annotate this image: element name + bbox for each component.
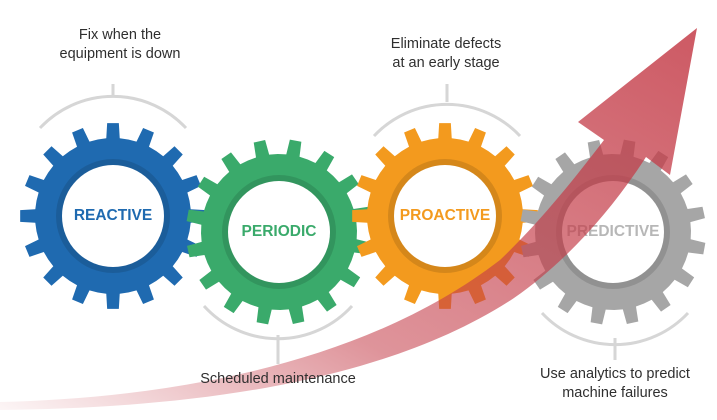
stage-label-proactive: PROACTIVE <box>400 207 490 224</box>
caption-proactive: Eliminate defects at an early stage <box>390 36 502 71</box>
stage-label-reactive: REACTIVE <box>74 207 152 224</box>
guide-arc-proactive <box>372 102 522 138</box>
gear-hub <box>228 181 330 283</box>
growth-arrow <box>0 28 697 410</box>
caption-predictive: Use analytics to predict machine failure… <box>540 366 690 401</box>
gear-periodic <box>186 139 372 325</box>
caption-periodic: Scheduled maintenance <box>200 371 356 387</box>
guide-arc-reactive <box>38 94 188 130</box>
gear-proactive <box>352 123 538 309</box>
gear-hub <box>394 165 496 267</box>
caption-reactive: Fix when the equipment is down <box>59 27 181 62</box>
gear-hub <box>62 165 164 267</box>
guide-arc-periodic <box>202 304 354 341</box>
gear-reactive <box>20 123 206 309</box>
stage-label-periodic: PERIODIC <box>242 223 317 240</box>
